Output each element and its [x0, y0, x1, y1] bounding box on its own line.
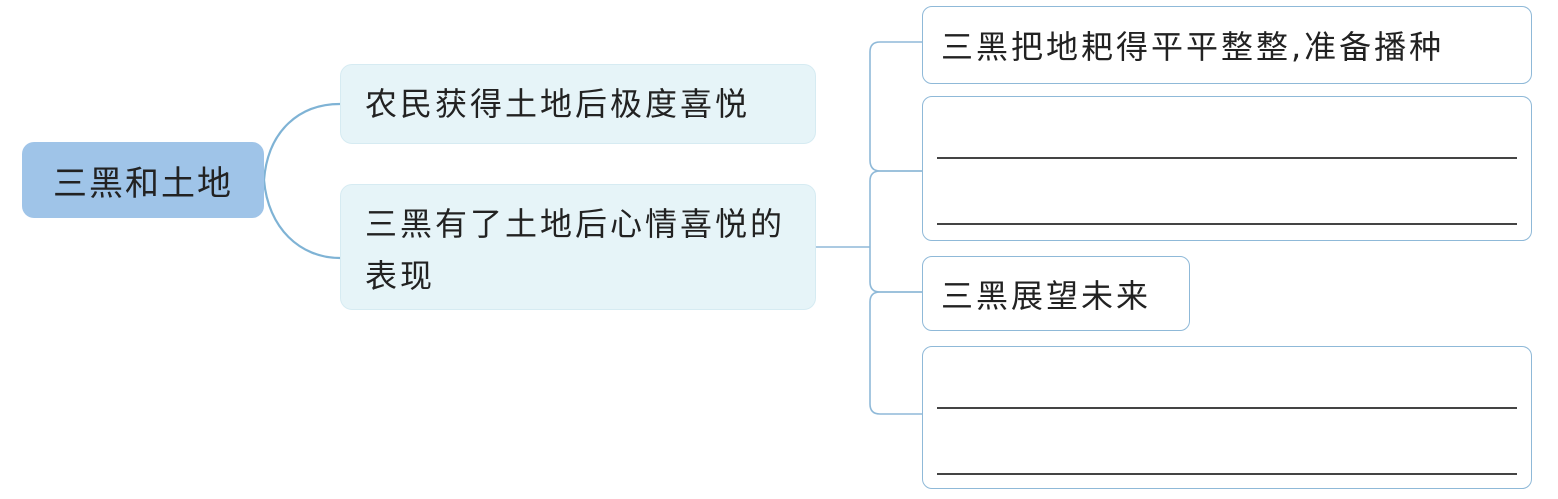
root-label: 三黑和土地: [53, 163, 233, 204]
answer-box-1[interactable]: [922, 96, 1532, 241]
answer-line: [937, 157, 1517, 159]
branch-label-1: 农民获得土地后极度喜悦: [365, 85, 751, 123]
answer-line: [937, 473, 1517, 475]
answer-line: [937, 407, 1517, 409]
leaf-label-3: 三黑展望未来: [941, 276, 1152, 315]
connector-bracket-top: [869, 41, 922, 172]
branch-label-2: 三黑有了土地后心情喜悦的表现: [365, 205, 786, 295]
branch-node-2: 三黑有了土地后心情喜悦的表现: [340, 184, 816, 310]
connector-bracket-middle: [869, 170, 922, 293]
leaf-node-3: 三黑展望未来: [922, 256, 1190, 331]
leaf-label-1: 三黑把地耙得平平整整,准备播种: [941, 28, 1445, 66]
answer-box-2[interactable]: [922, 346, 1532, 489]
root-node: 三黑和土地: [22, 142, 264, 218]
connector-root-branch-1: [262, 102, 341, 181]
connector-bracket-bottom: [869, 291, 922, 415]
leaf-node-1: 三黑把地耙得平平整整,准备播种: [922, 6, 1532, 84]
answer-line: [937, 223, 1517, 225]
connector-root-branch-2: [262, 179, 341, 260]
branch-node-1: 农民获得土地后极度喜悦: [340, 64, 816, 144]
